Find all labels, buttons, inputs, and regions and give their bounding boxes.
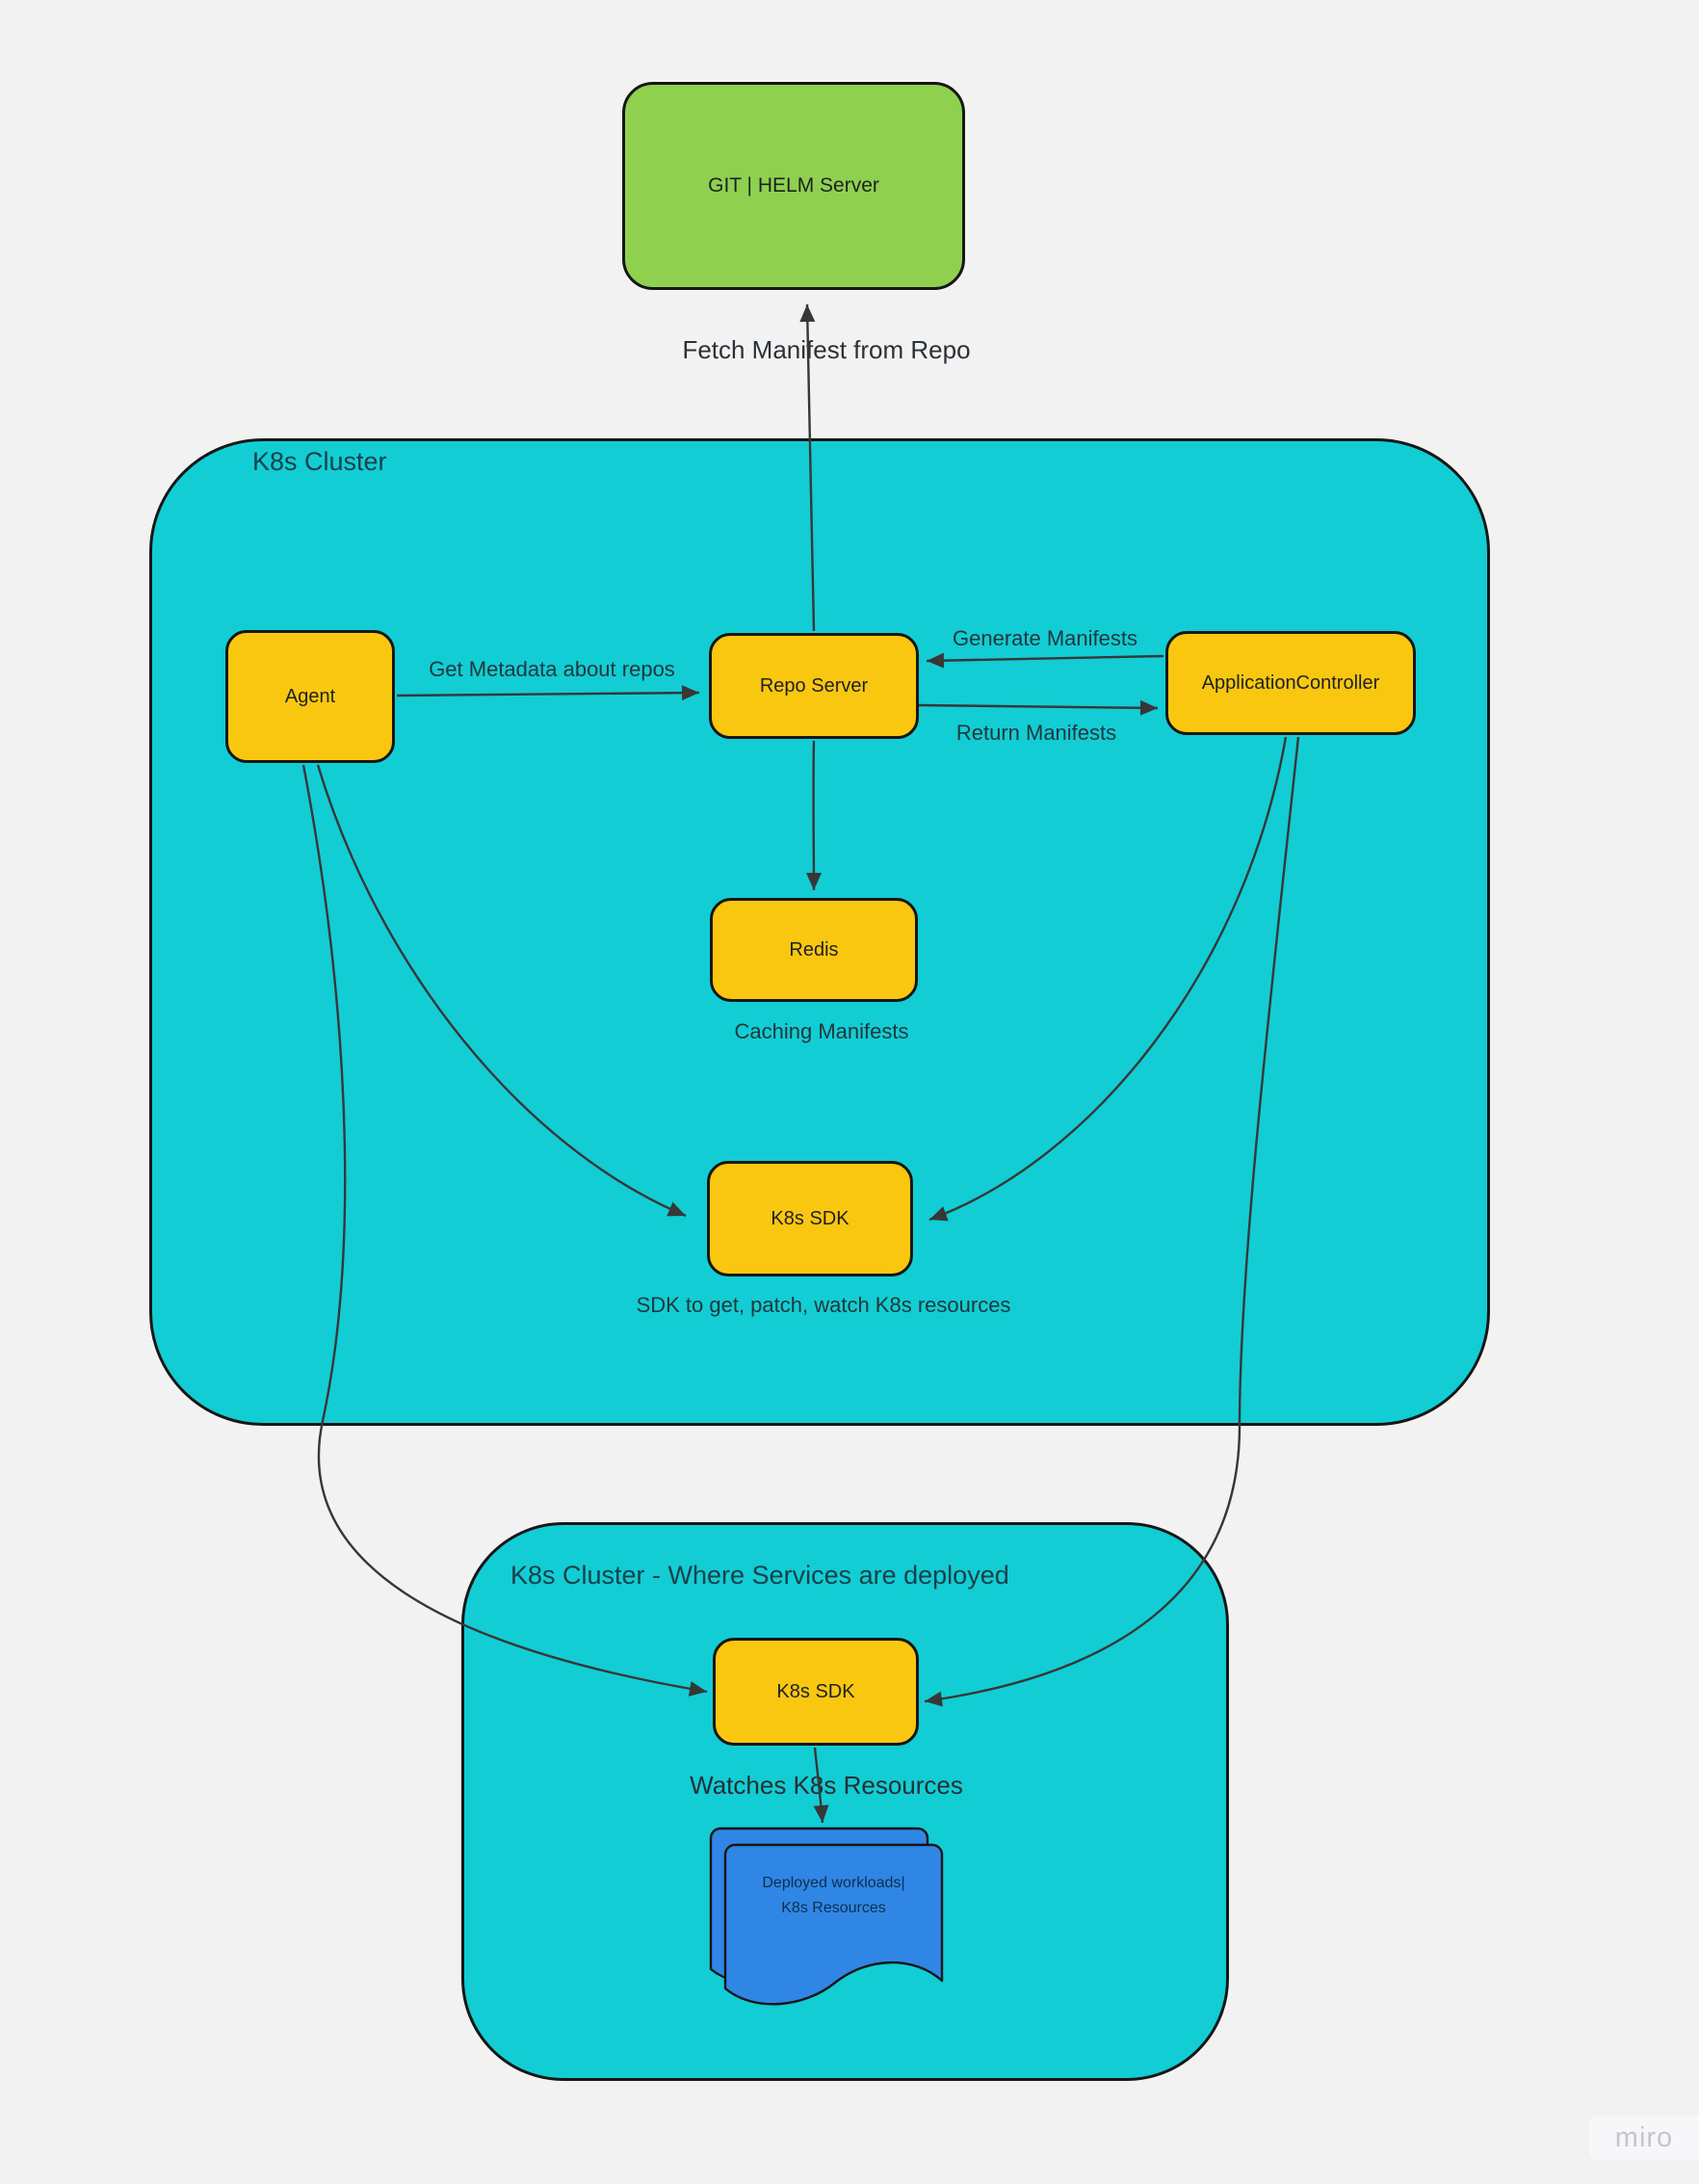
node-k8s-sdk-main[interactable]: K8s SDK: [707, 1161, 913, 1276]
label-get-metadata[interactable]: Get Metadata about repos: [429, 657, 675, 681]
node-repo-server-label: Repo Server: [759, 674, 869, 697]
node-redis-label: Redis: [789, 938, 839, 960]
node-k8s-sdk-services[interactable]: K8s SDK: [713, 1638, 919, 1746]
node-application-controller[interactable]: ApplicationController: [1165, 631, 1416, 735]
label-return-manifests[interactable]: Return Manifests: [955, 721, 1117, 745]
node-agent-label: Agent: [284, 685, 336, 707]
label-sdk-caption[interactable]: SDK to get, patch, watch K8s resources: [636, 1293, 1011, 1317]
label-generate-manifests[interactable]: Generate Manifests: [953, 626, 1137, 650]
miro-watermark[interactable]: miro: [1589, 2116, 1699, 2160]
node-k8s-sdk-services-label: K8s SDK: [776, 1680, 855, 1702]
cluster-k8s-main-title: K8s Cluster: [252, 447, 387, 476]
node-application-controller-label: ApplicationController: [1201, 671, 1380, 694]
node-k8s-sdk-main-label: K8s SDK: [771, 1207, 850, 1229]
node-git-helm-server-label: GIT | HELM Server: [708, 174, 879, 197]
node-git-helm-server[interactable]: GIT | HELM Server: [622, 82, 965, 290]
label-fetch-manifest[interactable]: Fetch Manifest from Repo: [682, 335, 971, 364]
node-repo-server[interactable]: Repo Server: [709, 633, 919, 739]
node-deployed-workloads-label[interactable]: Deployed workloads| K8s Resources: [725, 1871, 942, 1922]
label-watches-resources[interactable]: Watches K8s Resources: [690, 1771, 963, 1800]
cluster-k8s-services[interactable]: [461, 1522, 1229, 2081]
label-caching-manifests[interactable]: Caching Manifests: [734, 1019, 909, 1043]
doc-line-1: Deployed workloads|: [762, 1875, 905, 1891]
cluster-k8s-services-title: K8s Cluster - Where Services are deploye…: [510, 1561, 1009, 1590]
node-agent[interactable]: Agent: [225, 630, 395, 763]
doc-line-2: K8s Resources: [781, 1900, 886, 1917]
node-redis[interactable]: Redis: [710, 898, 918, 1002]
